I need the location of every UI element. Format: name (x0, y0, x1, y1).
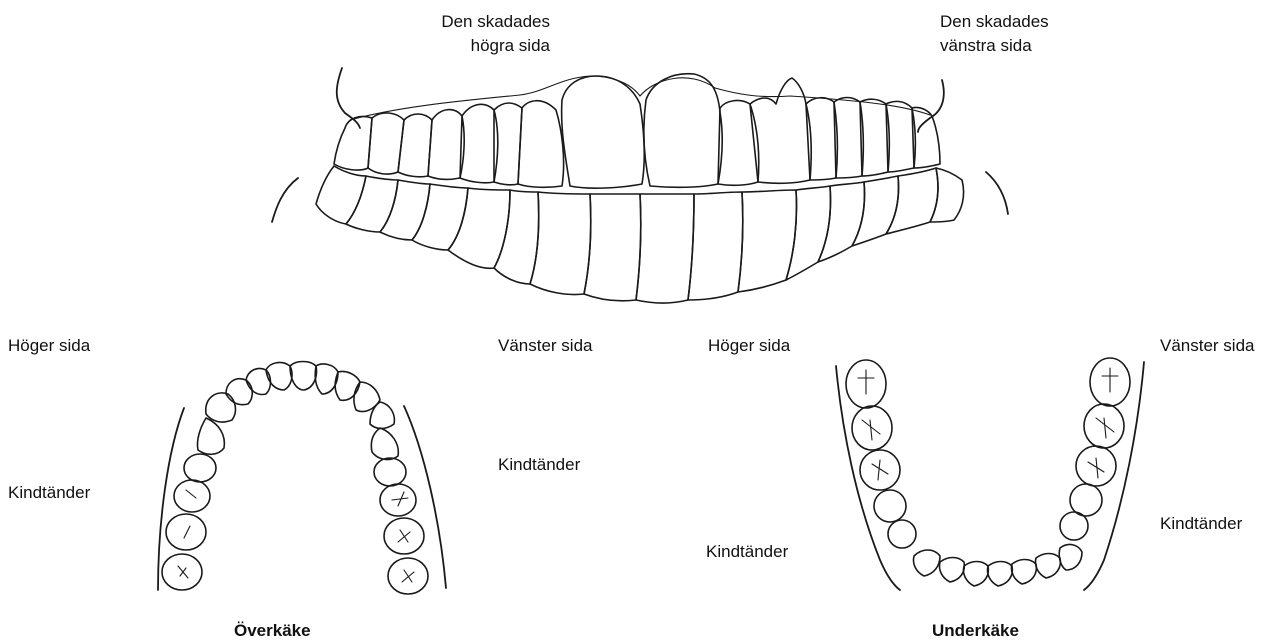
front-teeth-illustration (272, 68, 1008, 303)
upper-jaw-illustration (158, 362, 446, 595)
lower-jaw-illustration (836, 358, 1144, 590)
